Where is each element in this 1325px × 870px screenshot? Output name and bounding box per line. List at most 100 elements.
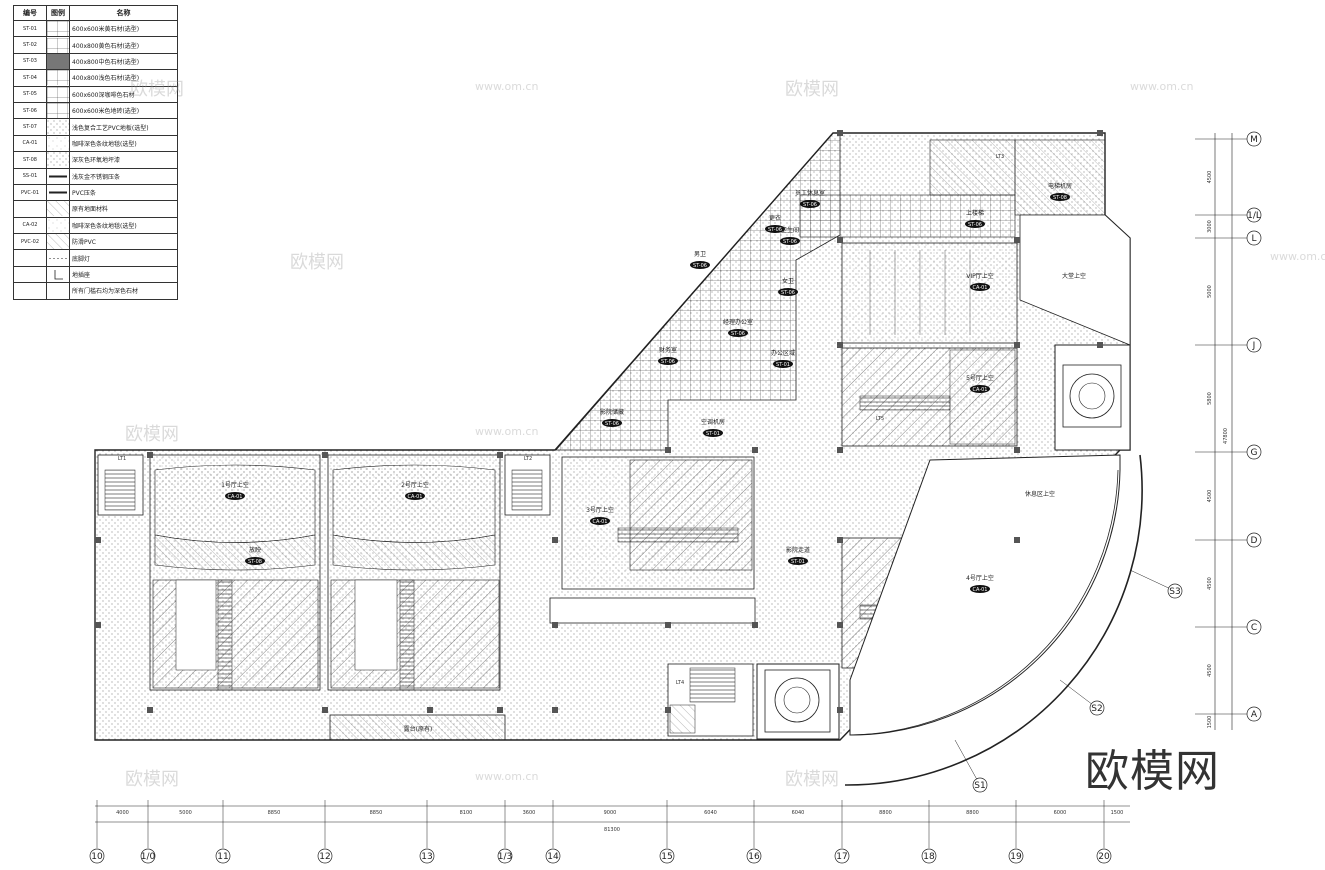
- material-tag-bubble: [590, 517, 610, 525]
- material-tag-bubble: [800, 200, 820, 208]
- axis-label: 14: [547, 852, 559, 862]
- stair-tag: LT4: [676, 680, 684, 686]
- axis-label: C: [1251, 623, 1257, 633]
- material-tag: CA-01: [973, 285, 988, 291]
- material-tag: ST-06: [781, 290, 795, 296]
- material-tag-bubble: [703, 429, 723, 437]
- column: [837, 237, 843, 243]
- axis-bubble: [1246, 207, 1262, 223]
- dimension-value: 9000: [604, 810, 617, 816]
- legend-swatch: [46, 52, 70, 71]
- stair-tag: LT3: [996, 154, 1004, 160]
- axis-bubble: [1246, 131, 1262, 147]
- hall-1: [149, 454, 321, 691]
- material-tag-bubble: [788, 557, 808, 565]
- material-tag: ST-06: [661, 359, 675, 365]
- column: [1097, 342, 1103, 348]
- axis-label: 13: [421, 852, 432, 862]
- room-name: 卫生间: [781, 226, 799, 234]
- axis-bubble: [1246, 444, 1262, 460]
- material-tag: CA-01: [408, 494, 423, 500]
- room-name: 放映: [249, 546, 261, 554]
- legend-row: 地插座: [13, 265, 178, 284]
- room-name: 休息区上空: [1025, 490, 1055, 498]
- room-label: 2号厅上空 CA-01: [401, 481, 429, 500]
- column: [1014, 537, 1020, 543]
- material-tag-bubble: [728, 329, 748, 337]
- right-total-dimension: 47800: [1223, 428, 1229, 444]
- room-name: 5号厅上空: [966, 374, 994, 382]
- material-tag-bubble: [765, 225, 785, 233]
- room-label: 大堂上空: [1062, 272, 1086, 280]
- axis-bubble: [1246, 230, 1262, 246]
- material-tag: CA-01: [593, 519, 608, 525]
- dimension-value: 4500: [1207, 490, 1213, 503]
- room-name: VIP厅上空: [966, 272, 994, 280]
- material-tag-bubble: [225, 492, 245, 500]
- room-name: 电梯机房: [1048, 182, 1072, 190]
- column: [665, 707, 671, 713]
- material-tag: CA-01: [973, 587, 988, 593]
- material-tag-bubble: [1050, 193, 1070, 201]
- segment-bubble: [1167, 583, 1183, 599]
- dimension-value: 1500: [1207, 716, 1213, 729]
- material-tag-bubble: [965, 220, 985, 228]
- axis-label: G: [1251, 448, 1258, 458]
- material-tag: ST-06: [783, 239, 797, 245]
- room-name: 影院储藏: [600, 408, 624, 416]
- axis-bubble: [1008, 848, 1024, 864]
- axis-bubble: [545, 848, 561, 864]
- axis-bubble: [317, 848, 333, 864]
- material-tag: ST-01: [791, 559, 805, 565]
- dimension-value: 4500: [1207, 577, 1213, 590]
- material-tag-bubble: [245, 557, 265, 565]
- dimension-value: 8800: [966, 810, 979, 816]
- column: [837, 130, 843, 136]
- column: [1097, 130, 1103, 136]
- axis-bubble: [89, 848, 105, 864]
- material-tag: ST-08: [248, 559, 262, 565]
- room-name: 3号厅上空: [586, 506, 614, 514]
- dimension-value: 6000: [1054, 810, 1067, 816]
- segment-leader: [954, 739, 981, 786]
- dimension-value: 6040: [704, 810, 717, 816]
- column: [837, 707, 843, 713]
- segment-bubble: [1089, 700, 1105, 716]
- axis-bubble: [419, 848, 435, 864]
- segment-label: S1: [974, 781, 985, 791]
- dimension-value: 1500: [1111, 810, 1124, 816]
- axis-bubble: [1246, 532, 1262, 548]
- stair-core-bottom: [667, 663, 754, 737]
- axis-label: 1/3: [498, 852, 512, 862]
- material-tag: ST-01: [706, 431, 720, 437]
- axis-bubble: [497, 848, 513, 864]
- brand-logo-text: 欧模网: [1085, 746, 1220, 797]
- room-label: VIP厅上空 CA-01: [966, 272, 994, 291]
- room-name: 2号厅上空: [401, 481, 429, 489]
- axis-bubble: [1096, 848, 1112, 864]
- room-name: 影院走道: [786, 546, 810, 554]
- room-name: 男卫: [694, 251, 706, 258]
- material-tag-bubble: [405, 492, 425, 500]
- column: [665, 622, 671, 628]
- material-tag: ST-06: [768, 227, 782, 233]
- dimension-value: 4500: [1207, 664, 1213, 677]
- axis-label: J: [1252, 341, 1256, 351]
- dimension-value: 5000: [179, 810, 192, 816]
- segment-label: S2: [1091, 704, 1102, 714]
- dimension-value: 8100: [460, 810, 473, 816]
- axis-label: 18: [923, 852, 935, 862]
- room-label: 卫生间 ST-06: [780, 226, 800, 245]
- material-tag: ST-06: [731, 331, 745, 337]
- legend-swatch: [46, 101, 70, 120]
- material-tag: ST-06: [803, 202, 817, 208]
- axis-label: L: [1251, 234, 1256, 244]
